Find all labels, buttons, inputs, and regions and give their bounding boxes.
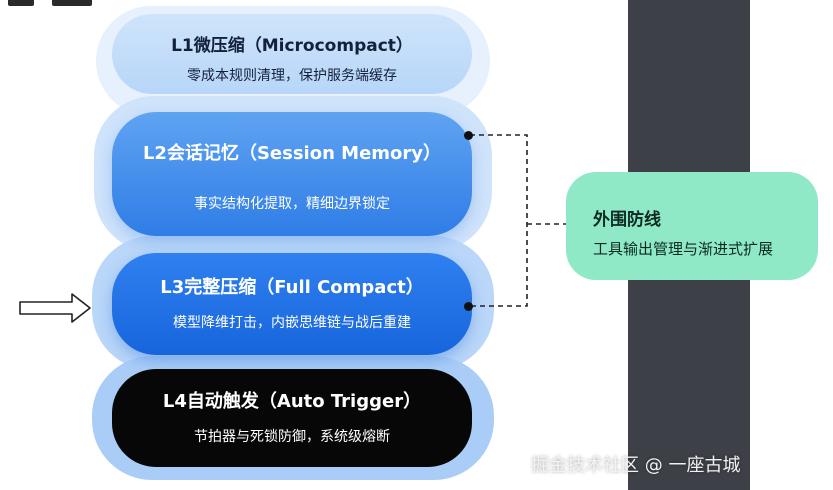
layer-l4-subtitle: 节拍器与死锁防御，系统级熔断 <box>194 429 390 445</box>
perimeter-defense-box: 外围防线 工具输出管理与渐进式扩展 <box>566 172 818 280</box>
dashed-bracket-connector <box>470 134 528 307</box>
perimeter-subtitle: 工具输出管理与渐进式扩展 <box>593 240 774 258</box>
layer-l4-title: L4自动触发（Auto Trigger） <box>162 391 422 412</box>
layer-l2-title: L2会话记忆（Session Memory） <box>142 143 442 164</box>
layer-l1-title: L1微压缩（Microcompact） <box>171 36 413 56</box>
layer-l1-subtitle: 零成本规则清理，保护服务端缓存 <box>187 68 397 84</box>
layer-l2-subtitle: 事实结构化提取，精细边界锁定 <box>194 196 390 212</box>
layer-l2-session-memory: L2会话记忆（Session Memory） 事实结构化提取，精细边界锁定 <box>112 112 472 236</box>
layer-l4-auto-trigger: L4自动触发（Auto Trigger） 节拍器与死锁防御，系统级熔断 <box>112 369 472 467</box>
perimeter-title: 外围防线 <box>593 210 661 230</box>
connector-dot-l2 <box>464 131 473 140</box>
pointer-arrow <box>19 293 91 323</box>
layer-l1-microcompact: L1微压缩（Microcompact） 零成本规则清理，保护服务端缓存 <box>112 14 472 94</box>
connector-dot-l3 <box>464 302 473 311</box>
watermark: 掘金技术社区 @ 一座古城 <box>531 455 741 476</box>
cropped-heading-fragment <box>0 0 110 10</box>
layer-l3-subtitle: 模型降维打击，内嵌思维链与战后重建 <box>173 315 411 331</box>
layer-l3-full-compact: L3完整压缩（Full Compact） 模型降维打击，内嵌思维链与战后重建 <box>112 253 472 355</box>
layer-l3-title: L3完整压缩（Full Compact） <box>160 277 424 298</box>
